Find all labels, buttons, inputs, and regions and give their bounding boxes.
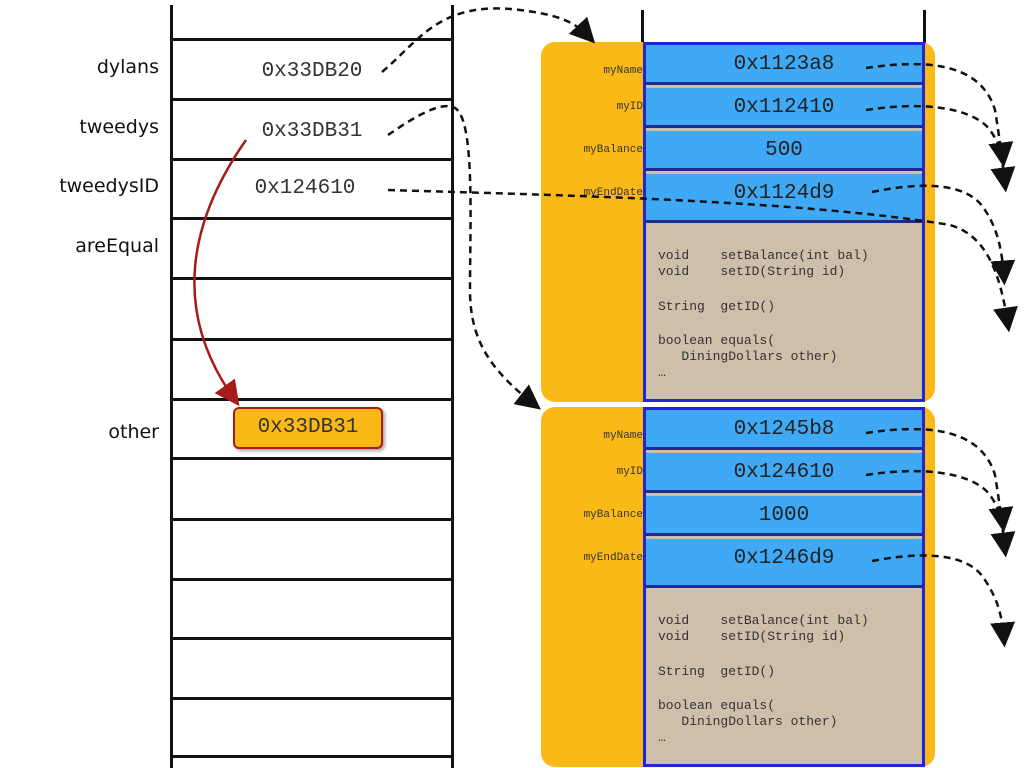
field-label-myenddate: myEndDate: [583, 552, 643, 564]
field-myid: 0x124610: [646, 453, 922, 493]
stack-divider: [170, 158, 454, 161]
arrow-obj2-myid: [865, 469, 1014, 533]
cell-value-tweedys: 0x33DB31: [261, 120, 363, 143]
var-label-tweedys: tweedys: [79, 116, 159, 138]
stack-divider: [170, 98, 454, 101]
object-body: 0x1245b8 0x124610 1000 0x1246d9 void set…: [643, 407, 925, 767]
field-myid: 0x112410: [646, 88, 922, 128]
field-label-myid: myID: [616, 101, 643, 113]
stack-divider: [170, 578, 454, 581]
cell-value-dylans: 0x33DB20: [261, 60, 363, 83]
stack-divider: [170, 277, 454, 280]
stack-divider: [170, 755, 454, 758]
arrow-dylans-to-object1: [381, 7, 596, 73]
method-setbalance: void setBalance(int bal): [658, 248, 869, 263]
method-getid: String getID(): [658, 299, 776, 314]
stack-divider: [170, 697, 454, 700]
field-myname: 0x1245b8: [646, 410, 922, 450]
method-setid: void setID(String id): [658, 264, 846, 279]
field-myname: 0x1123a8: [646, 45, 922, 85]
method-equals-param: DiningDollars other): [658, 714, 838, 729]
stack-divider: [170, 38, 454, 41]
var-label-tweedysid: tweedysID: [59, 175, 159, 197]
param-other-box: 0x33DB31: [233, 407, 383, 449]
arrow-tweedys-to-object2: [387, 105, 541, 410]
stack-divider: [170, 457, 454, 460]
var-label-other: other: [108, 421, 159, 443]
field-label-myid: myID: [616, 466, 643, 478]
method-setbalance: void setBalance(int bal): [658, 613, 869, 628]
cell-value-tweedysid: 0x124610: [254, 177, 356, 200]
field-label-myname: myName: [603, 430, 643, 442]
arrow-param-other: [193, 139, 248, 407]
var-label-areequal: areEqual: [75, 235, 159, 257]
stack-divider: [170, 398, 454, 401]
field-label-mybalance: myBalance: [583, 509, 643, 521]
field-mybalance: 500: [646, 131, 922, 171]
method-getid: String getID(): [658, 664, 776, 679]
heap-column-line: [923, 10, 926, 45]
arrow-obj2-myenddate: [871, 554, 1016, 648]
stack-divider: [170, 637, 454, 640]
method-equals-param: DiningDollars other): [658, 349, 838, 364]
field-mybalance: 1000: [646, 496, 922, 536]
object-card-dylans: myName myID myBalance myEndDate 0x1123a8…: [541, 42, 935, 402]
method-ellipsis: …: [658, 730, 666, 745]
arrow-obj1-myenddate: [871, 184, 1016, 286]
field-label-myname: myName: [603, 65, 643, 77]
stack-divider: [170, 217, 454, 220]
method-equals: boolean equals(: [658, 333, 776, 348]
heap-column-line: [641, 10, 644, 45]
stack-frame: [170, 5, 454, 768]
method-equals: boolean equals(: [658, 698, 776, 713]
var-label-dylans: dylans: [96, 56, 159, 78]
arrow-obj1-myid: [865, 104, 1014, 168]
field-label-mybalance: myBalance: [583, 144, 643, 156]
field-myenddate: 0x1124d9: [646, 174, 922, 223]
object-body: 0x1123a8 0x112410 500 0x1124d9 void setB…: [643, 42, 925, 402]
stack-divider: [170, 518, 454, 521]
method-setid: void setID(String id): [658, 629, 846, 644]
field-myenddate: 0x1246d9: [646, 539, 922, 588]
stack-divider: [170, 338, 454, 341]
object-card-tweedys: myName myID myBalance myEndDate 0x1245b8…: [541, 407, 935, 767]
method-ellipsis: …: [658, 365, 666, 380]
arrow-tweedysid-to-string: [387, 188, 1018, 333]
